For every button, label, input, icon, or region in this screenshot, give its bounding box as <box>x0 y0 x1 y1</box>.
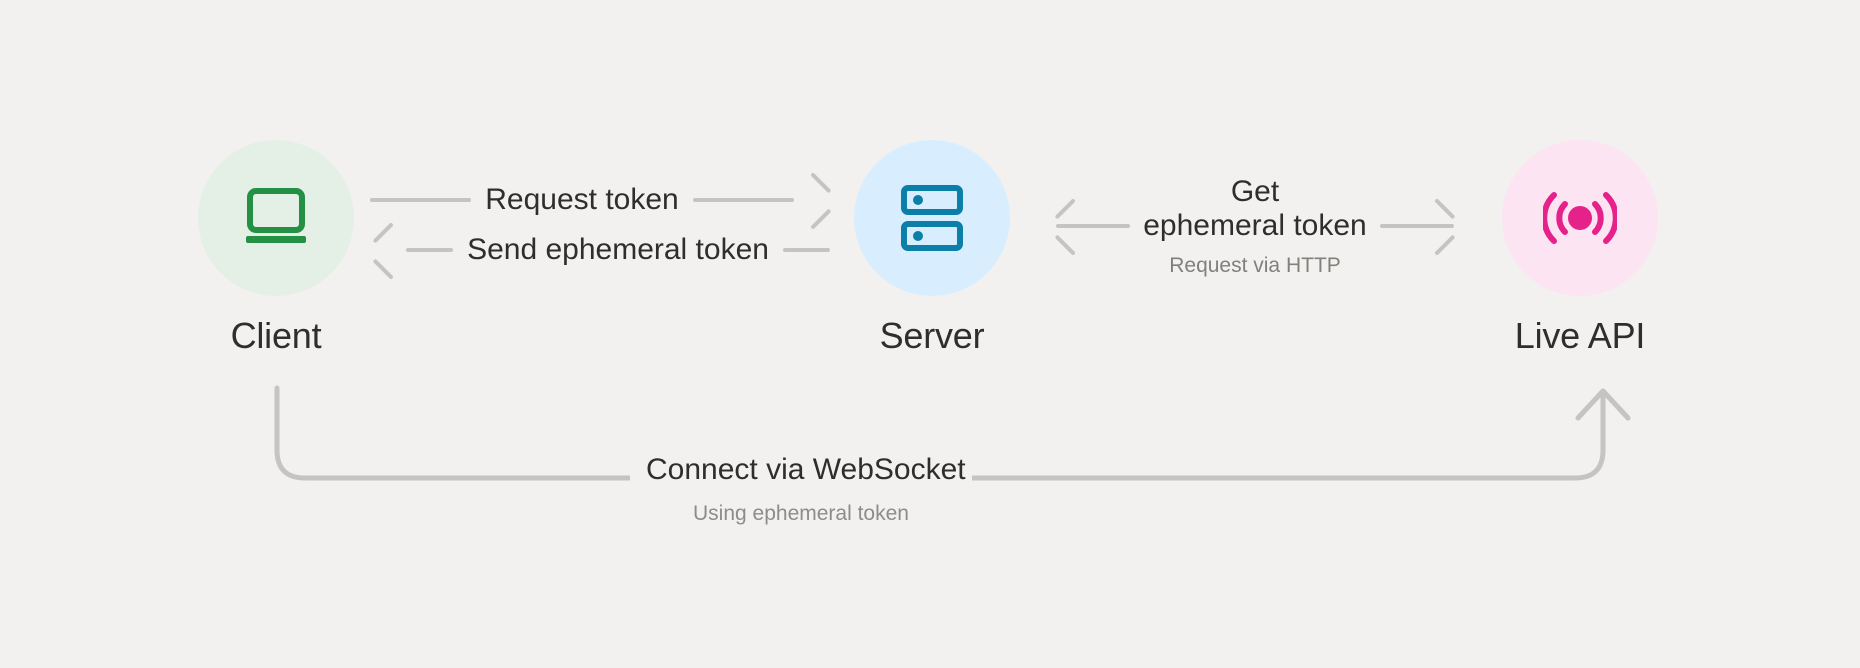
flow-send-ephemeral-token: Send ephemeral token <box>370 230 830 270</box>
server-rack-icon <box>901 185 963 251</box>
arrow-right-icon <box>800 183 830 217</box>
arrow-left-icon <box>370 233 400 267</box>
flow-request-token: Request token <box>370 180 830 220</box>
arrow-left-icon <box>1056 209 1130 243</box>
websocket-label: Connect via WebSocket <box>646 453 966 486</box>
get-ephemeral-token-label: Get ephemeral token <box>1143 175 1367 243</box>
client-icon-circle <box>198 140 354 296</box>
flow-line-right <box>692 198 794 202</box>
node-live-api[interactable]: Live API <box>1480 140 1680 354</box>
websocket-arrowhead <box>1575 388 1631 421</box>
broadcast-signal-icon <box>1543 192 1617 244</box>
arrow-right-icon <box>1380 209 1454 243</box>
flow-line-left <box>406 248 454 252</box>
client-label: Client <box>230 315 322 356</box>
server-label: Server <box>879 315 985 356</box>
request-token-label: Request token <box>485 183 679 216</box>
live-api-icon-circle <box>1502 140 1658 296</box>
laptop-icon <box>246 188 306 243</box>
live-api-label: Live API <box>1514 315 1646 356</box>
get-ephemeral-token-label-group: Get ephemeral token Request via HTTP <box>1130 175 1380 276</box>
flow-line-left <box>370 198 472 202</box>
get-ephemeral-token-sublabel: Request via HTTP <box>1169 254 1341 278</box>
flow-line-right <box>782 248 830 252</box>
flow-get-ephemeral-token: Get ephemeral token Request via HTTP <box>1030 175 1480 276</box>
node-server[interactable]: Server <box>832 140 1032 354</box>
send-ephemeral-token-label: Send ephemeral token <box>467 233 769 266</box>
node-client[interactable]: Client <box>176 140 376 354</box>
websocket-sublabel: Using ephemeral token <box>693 502 909 525</box>
server-icon-circle <box>854 140 1010 296</box>
websocket-label-group: Connect via WebSocket Using ephemeral to… <box>630 455 972 524</box>
